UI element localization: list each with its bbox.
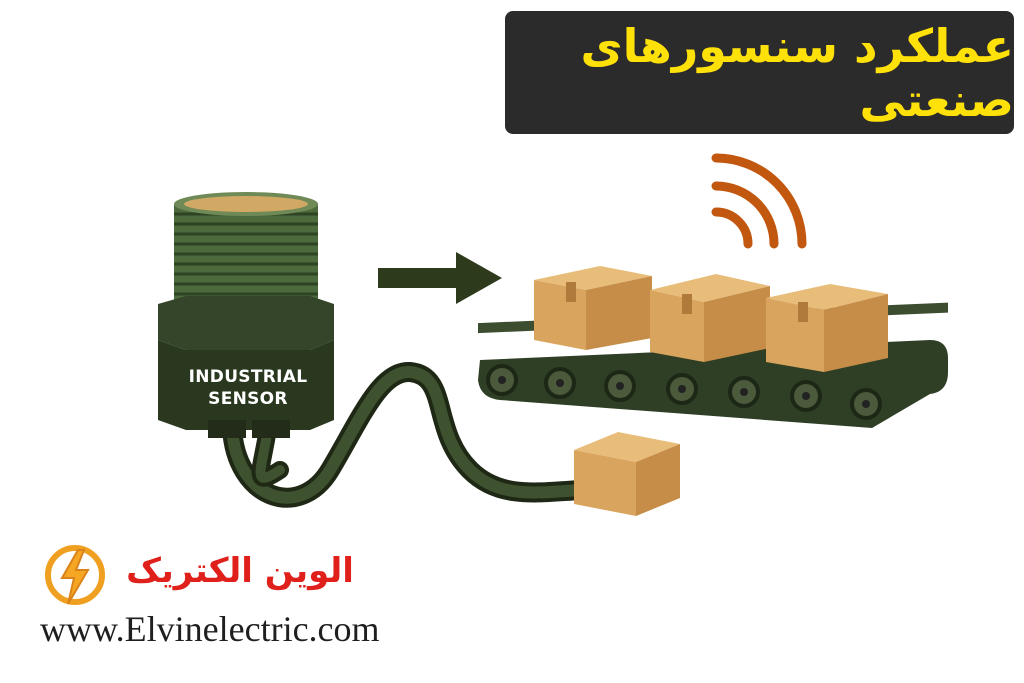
target-box	[574, 432, 680, 516]
title-banner: عملکرد سنسورهای صنعتی	[505, 11, 1014, 134]
sensor-cable	[222, 362, 592, 508]
brand-url[interactable]: www.Elvinelectric.com	[40, 609, 380, 649]
sensor-label: INDUSTRIAL SENSOR	[168, 366, 328, 410]
lightning-logo-icon	[45, 545, 105, 605]
sensor-label-line1: INDUSTRIAL	[188, 367, 308, 387]
sensor-label-line2: SENSOR	[208, 389, 288, 409]
page-title: عملکرد سنسورهای صنعتی	[580, 18, 1015, 127]
box-2	[650, 274, 770, 362]
box-1	[534, 266, 652, 350]
industrial-sensor	[158, 192, 334, 438]
signal-waves-icon	[711, 153, 807, 249]
brand-name: الوین الکتریک	[126, 551, 354, 591]
arrow-right-icon	[378, 252, 502, 304]
box-3	[766, 284, 888, 372]
